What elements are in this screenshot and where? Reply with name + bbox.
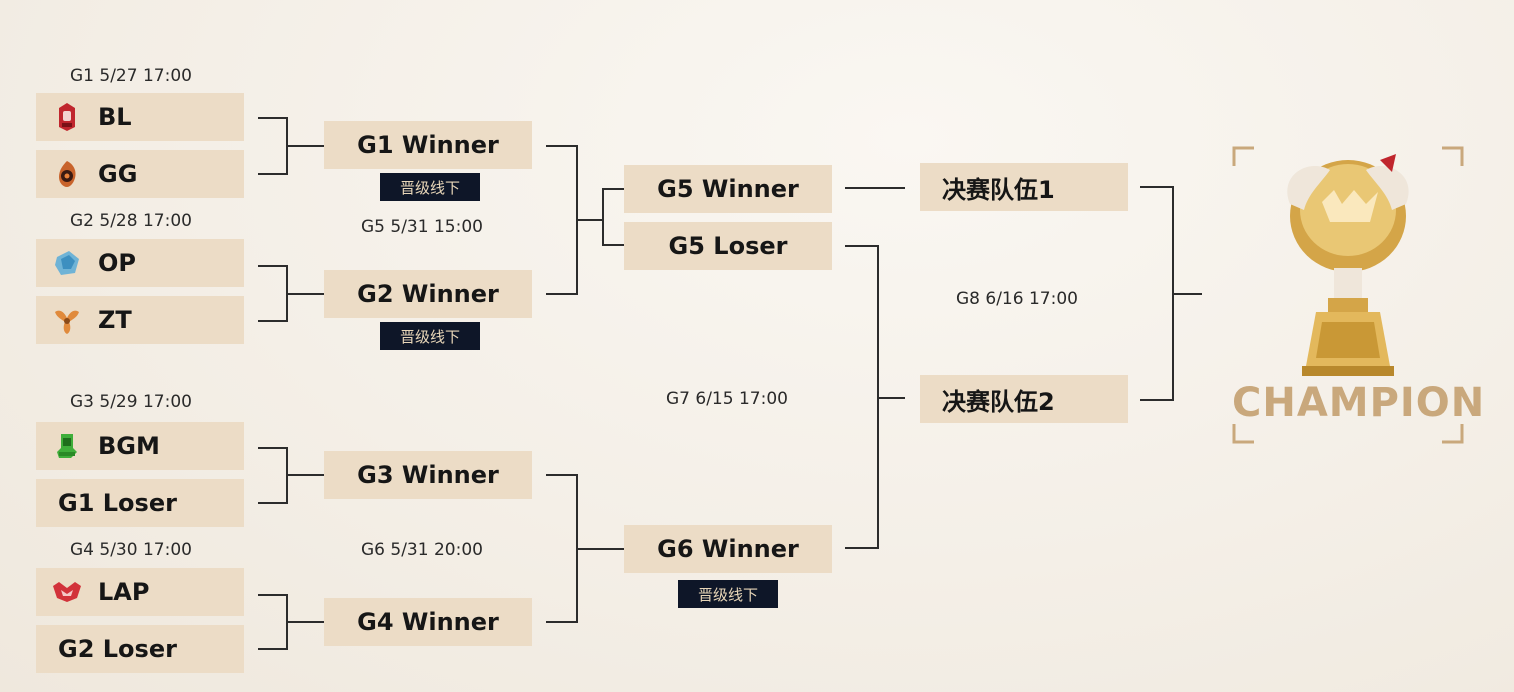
connector-line bbox=[258, 265, 286, 267]
slot-label: G6 Winner bbox=[657, 535, 799, 563]
connector-line bbox=[258, 594, 286, 596]
slot-label: G2 Winner bbox=[357, 280, 499, 308]
g4-schedule-label: G4 5/30 17:00 bbox=[70, 540, 192, 560]
slot-label: G3 Winner bbox=[357, 461, 499, 489]
slot-label: G5 Winner bbox=[657, 175, 799, 203]
slot-g6-winner[interactable]: G6 Winner bbox=[624, 525, 832, 573]
team-g2-loser[interactable]: G2 Loser bbox=[36, 625, 244, 673]
team-name: GG bbox=[98, 160, 138, 188]
champion-text: CHAMPION bbox=[1232, 380, 1486, 426]
team-name: G1 Loser bbox=[58, 489, 177, 517]
g6-schedule-label: G6 5/31 20:00 bbox=[361, 540, 483, 560]
team-name: BL bbox=[98, 103, 132, 131]
g3-schedule-label: G3 5/29 17:00 bbox=[70, 392, 192, 412]
slot-g5-loser[interactable]: G5 Loser bbox=[624, 222, 832, 270]
connector-line bbox=[258, 648, 286, 650]
connector-line bbox=[258, 117, 286, 119]
g7-schedule-label: G7 6/15 17:00 bbox=[666, 389, 788, 409]
advance-badge: 晋级线下 bbox=[380, 173, 480, 201]
team-lap[interactable]: LAP bbox=[36, 568, 244, 616]
connector-line bbox=[845, 187, 905, 189]
final-team-2[interactable]: 决赛队伍2 bbox=[920, 375, 1128, 423]
connector-line bbox=[546, 293, 576, 295]
connector-line bbox=[1140, 399, 1172, 401]
connector-line bbox=[602, 188, 604, 246]
team-bl[interactable]: BL bbox=[36, 93, 244, 141]
slot-g4-winner[interactable]: G4 Winner bbox=[324, 598, 532, 646]
connector-line bbox=[546, 474, 576, 476]
op-logo-icon bbox=[50, 246, 84, 280]
g8-schedule-label: G8 6/16 17:00 bbox=[956, 289, 1078, 309]
connector-line bbox=[258, 502, 286, 504]
team-op[interactable]: OP bbox=[36, 239, 244, 287]
final-team-1[interactable]: 决赛队伍1 bbox=[920, 163, 1128, 211]
connector-line bbox=[546, 145, 576, 147]
team-name: G2 Loser bbox=[58, 635, 177, 663]
connector-line bbox=[877, 397, 905, 399]
slot-label: G4 Winner bbox=[357, 608, 499, 636]
slot-g2-winner[interactable]: G2 Winner bbox=[324, 270, 532, 318]
connector-line bbox=[286, 474, 324, 476]
slot-g5-winner[interactable]: G5 Winner bbox=[624, 165, 832, 213]
team-name: OP bbox=[98, 249, 136, 277]
slot-g1-winner[interactable]: G1 Winner bbox=[324, 121, 532, 169]
g1-schedule-label: G1 5/27 17:00 bbox=[70, 66, 192, 86]
slot-label: G1 Winner bbox=[357, 131, 499, 159]
connector-line bbox=[602, 244, 624, 246]
connector-line bbox=[258, 173, 286, 175]
slot-label: 决赛队伍2 bbox=[942, 387, 1055, 416]
team-name: ZT bbox=[98, 306, 132, 334]
zt-logo-icon bbox=[50, 303, 84, 337]
advance-badge: 晋级线下 bbox=[380, 322, 480, 350]
connector-line bbox=[286, 621, 324, 623]
connector-line bbox=[576, 219, 602, 221]
slot-label: 决赛队伍1 bbox=[942, 175, 1055, 204]
connector-line bbox=[1140, 186, 1172, 188]
slot-g3-winner[interactable]: G3 Winner bbox=[324, 451, 532, 499]
connector-line bbox=[546, 621, 576, 623]
g2-schedule-label: G2 5/28 17:00 bbox=[70, 211, 192, 231]
team-name: BGM bbox=[98, 432, 160, 460]
team-bgm[interactable]: BGM bbox=[36, 422, 244, 470]
connector-line bbox=[258, 320, 286, 322]
g5-schedule-label: G5 5/31 15:00 bbox=[361, 217, 483, 237]
team-name: LAP bbox=[98, 578, 150, 606]
connector-line bbox=[1172, 293, 1202, 295]
connector-line bbox=[258, 447, 286, 449]
team-zt[interactable]: ZT bbox=[36, 296, 244, 344]
slot-label: G5 Loser bbox=[668, 232, 788, 260]
bl-logo-icon bbox=[50, 100, 84, 134]
trophy-icon bbox=[1232, 146, 1464, 444]
connector-line bbox=[845, 245, 877, 247]
team-g1-loser[interactable]: G1 Loser bbox=[36, 479, 244, 527]
gg-logo-icon bbox=[50, 157, 84, 191]
connector-line bbox=[602, 188, 624, 190]
connector-line bbox=[576, 548, 624, 550]
advance-badge: 晋级线下 bbox=[678, 580, 778, 608]
connector-line bbox=[845, 547, 877, 549]
lap-logo-icon bbox=[50, 575, 84, 609]
bgm-logo-icon bbox=[50, 429, 84, 463]
connector-line bbox=[286, 293, 324, 295]
connector-line bbox=[286, 145, 324, 147]
team-gg[interactable]: GG bbox=[36, 150, 244, 198]
